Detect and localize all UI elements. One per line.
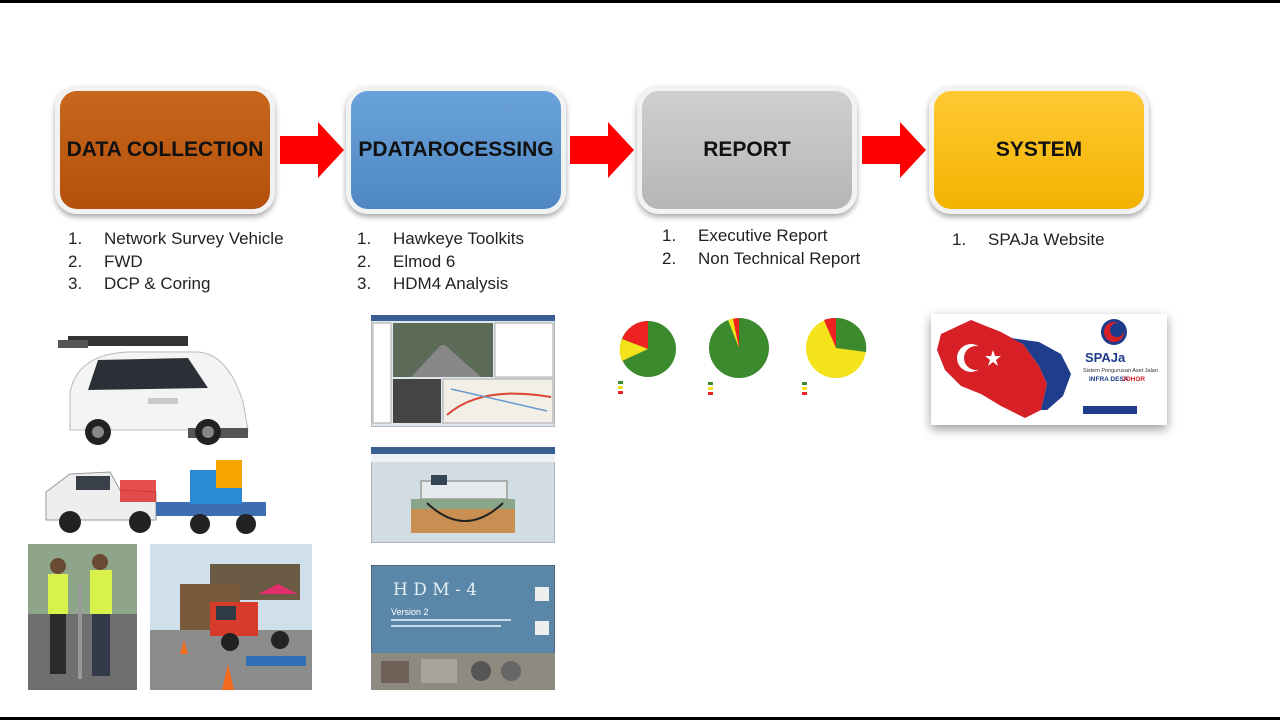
spaja-tagline: Sistem Pengurusan Aset Jalan bbox=[1083, 368, 1158, 374]
spaja-sub2: JOHOR bbox=[1122, 376, 1145, 383]
stage-data-collection: DATA COLLECTION bbox=[55, 86, 275, 214]
bottom-border-line bbox=[0, 717, 1280, 720]
stage-system: SYSTEM bbox=[929, 86, 1149, 214]
system-list: 1.SPAJa Website bbox=[952, 229, 1105, 252]
list-item: 2.Non Technical Report bbox=[662, 248, 861, 268]
flow-arrow-icon bbox=[280, 122, 344, 178]
dcp-workers-photo bbox=[28, 544, 137, 690]
list-item: 1.SPAJa Website bbox=[952, 230, 1105, 249]
list-item: 2.Elmod 6 bbox=[357, 251, 456, 271]
data-collection-list: 1.Network Survey Vehicle 2.FWD 3.DCP & C… bbox=[68, 228, 284, 296]
list-item: 1.Executive Report bbox=[662, 226, 828, 245]
stage-label: REPORT bbox=[703, 138, 791, 161]
spaja-brand: SPAJa bbox=[1085, 350, 1126, 365]
list-item: 1.Network Survey Vehicle bbox=[68, 229, 284, 248]
top-border-line bbox=[0, 0, 1280, 3]
survey-vehicle-photo bbox=[58, 336, 249, 445]
stage-processing: PDATAROCESSING bbox=[346, 86, 566, 214]
spaja-sub1: INFRA DESA bbox=[1089, 376, 1129, 383]
report-pie-chart bbox=[608, 313, 688, 397]
coring-truck-photo bbox=[150, 544, 312, 690]
fwd-trailer-photo bbox=[40, 450, 274, 542]
hawkeye-screenshot bbox=[371, 315, 555, 427]
hdm4-title: H D M - 4 bbox=[393, 580, 477, 600]
list-item: 2.FWD bbox=[68, 251, 143, 271]
flow-arrow-icon bbox=[862, 122, 926, 178]
report-list: 1.Executive Report 2.Non Technical Repor… bbox=[662, 225, 860, 270]
stage-label: PDATAROCESSING bbox=[358, 138, 554, 161]
hdm4-screenshot: H D M - 4 Version 2 bbox=[371, 565, 555, 690]
stage-label: SYSTEM bbox=[995, 138, 1083, 161]
stage-report: REPORT bbox=[637, 86, 857, 214]
elmod-screenshot bbox=[371, 447, 555, 543]
report-pie-chart bbox=[696, 310, 782, 398]
report-pie-chart bbox=[790, 310, 882, 398]
stage-label: DATA COLLECTION bbox=[66, 138, 264, 161]
list-item: 3.HDM4 Analysis bbox=[357, 274, 509, 293]
list-item: 3.DCP & Coring bbox=[68, 274, 211, 293]
list-item: 1.Hawkeye Toolkits bbox=[357, 229, 525, 248]
flow-arrow-icon bbox=[570, 122, 634, 178]
processing-list: 1.Hawkeye Toolkits 2.Elmod 6 3.HDM4 Anal… bbox=[357, 228, 524, 296]
spaja-website-screenshot: SPAJa Sistem Pengurusan Aset Jalan INFRA… bbox=[931, 314, 1167, 425]
hdm4-version: Version 2 bbox=[391, 607, 429, 617]
